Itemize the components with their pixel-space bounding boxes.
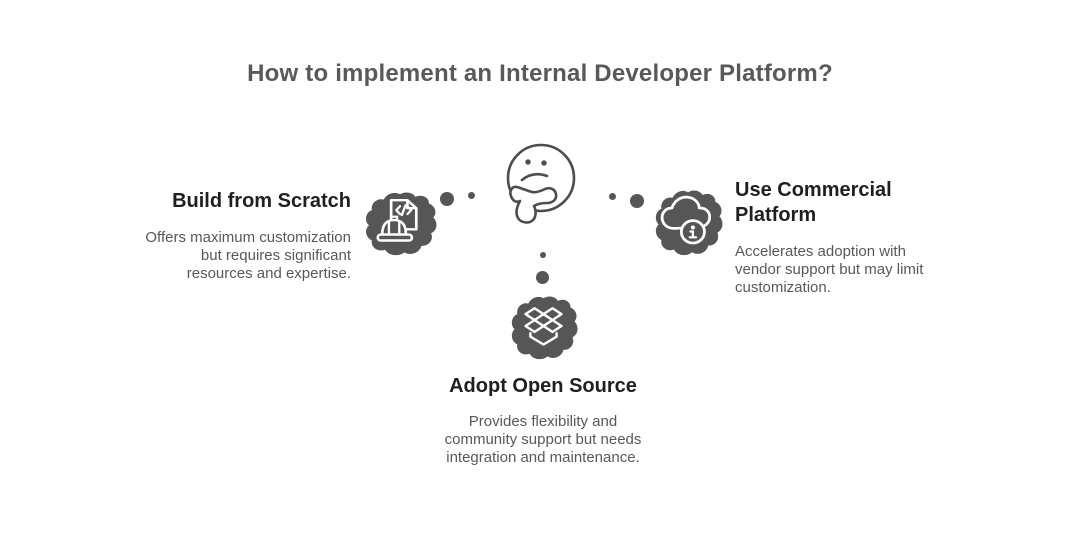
thought-dot xyxy=(468,192,475,199)
option-heading: Use Commercial Platform xyxy=(735,179,892,226)
thought-dot xyxy=(609,193,616,200)
code-file-hardhat-icon xyxy=(366,192,437,256)
thought-dot xyxy=(540,252,546,258)
right-eye-dot xyxy=(541,160,547,166)
thought-dot xyxy=(630,194,644,208)
option-description: Accelerates adoption with vendor support… xyxy=(735,243,924,296)
thought-dot xyxy=(440,192,454,206)
thinking-face-icon xyxy=(506,143,576,224)
hand-on-chin-icon xyxy=(509,185,558,224)
option-use-commercial-platform: Use Commercial Platform Accelerates adop… xyxy=(735,178,965,297)
option-heading: Build from Scratch xyxy=(172,190,351,212)
page-title: How to implement an Internal Developer P… xyxy=(247,60,833,87)
option-heading: Adopt Open Source xyxy=(449,375,637,397)
thought-dot xyxy=(536,271,549,284)
frown-mouth xyxy=(520,172,549,182)
open-source-diamonds-icon xyxy=(511,296,578,360)
option-adopt-open-source: Adopt Open Source Provides flexibility a… xyxy=(393,374,693,467)
cloud-info-icon xyxy=(655,190,723,256)
left-eye-dot xyxy=(525,159,531,165)
option-build-from-scratch: Build from Scratch Offers maximum custom… xyxy=(71,189,351,283)
option-description: Offers maximum customization but require… xyxy=(145,229,351,282)
option-description: Provides flexibility and community suppo… xyxy=(444,413,642,466)
